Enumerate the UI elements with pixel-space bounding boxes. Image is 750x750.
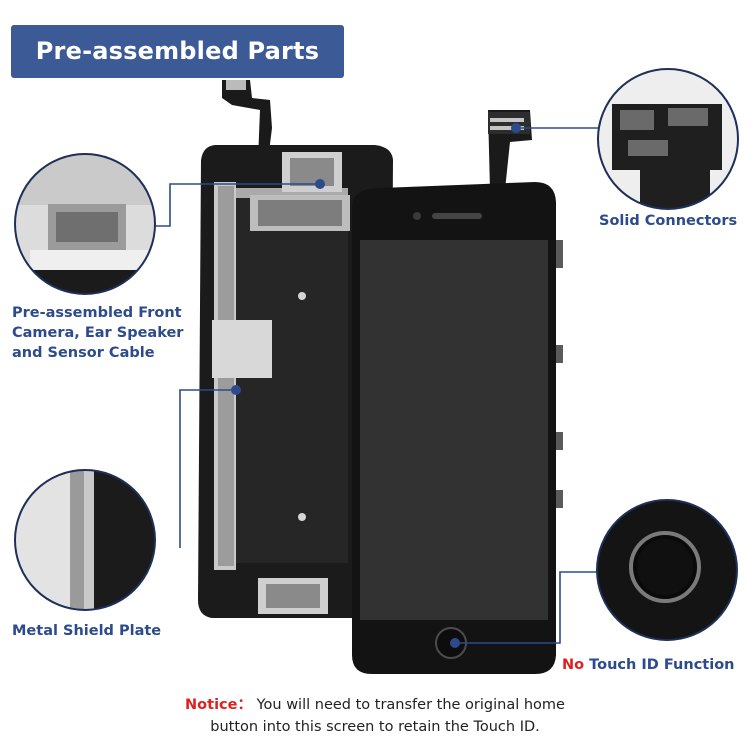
zoom-home-button xyxy=(596,499,738,641)
zoom-front-camera xyxy=(14,153,156,295)
zoom-metal-shield xyxy=(14,469,156,611)
notice-prefix: Notice： xyxy=(185,697,252,713)
no-word: No xyxy=(562,657,585,673)
notice-line1-text: You will need to transfer the original h… xyxy=(256,697,565,713)
callout-dots xyxy=(231,123,521,648)
notice-line1: Notice： You will need to transfer the or… xyxy=(0,694,750,716)
callout-lines xyxy=(150,127,610,644)
label-metal-shield: Metal Shield Plate xyxy=(12,623,162,639)
front-display xyxy=(352,110,563,674)
notice: Notice： You will need to transfer the or… xyxy=(0,694,750,738)
touch-id-text: Touch ID Function xyxy=(589,657,735,673)
label-touch-id: No Touch ID Function xyxy=(562,655,734,675)
label-front-camera-line3: and Sensor Cable xyxy=(12,345,155,361)
notice-line2: button into this screen to retain the To… xyxy=(210,719,540,735)
zoom-solid-connectors xyxy=(597,68,739,210)
label-front-camera-line2: Camera, Ear Speaker xyxy=(12,325,184,341)
title-banner: Pre-assembled Parts xyxy=(11,25,344,78)
label-front-camera: Pre-assembled Front Camera, Ear Speaker … xyxy=(12,303,183,363)
rear-assembly xyxy=(198,80,393,618)
label-front-camera-line1: Pre-assembled Front xyxy=(12,305,182,321)
label-solid-connectors: Solid Connectors xyxy=(599,213,738,229)
